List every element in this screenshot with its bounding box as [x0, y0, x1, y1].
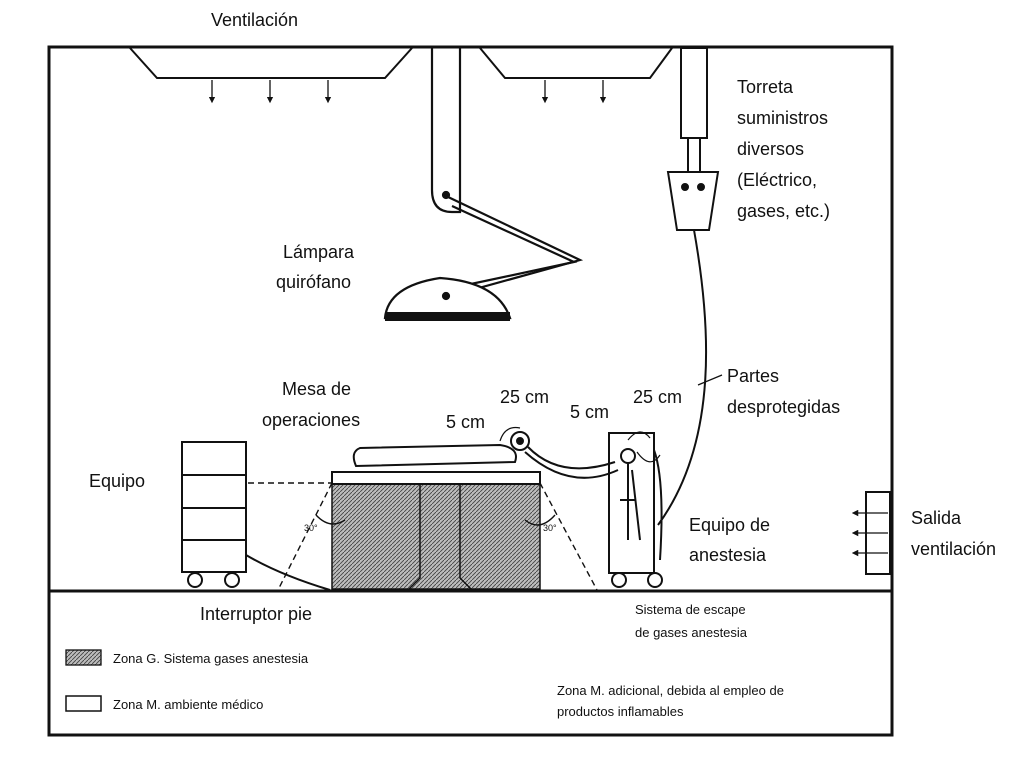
surgical-lamp: [383, 48, 584, 321]
label-vent-outlet-1: Salida: [911, 508, 962, 528]
label-25cm-right: 25 cm: [633, 387, 682, 407]
legend-zone-m-swatch: [65, 695, 102, 712]
label-anesthesia-2: anestesia: [689, 545, 767, 565]
label-lamp-1: Lámpara: [283, 242, 355, 262]
label-equipment: Equipo: [89, 471, 145, 491]
label-foot-switch: Interruptor pie: [200, 604, 312, 624]
label-exhaust-1: Sistema de escape: [635, 602, 746, 617]
label-5cm-right: 5 cm: [570, 402, 609, 422]
legend-zone-g-swatch: [65, 649, 102, 666]
label-turret-4: (Eléctrico,: [737, 170, 817, 190]
label-turret-2: suministros: [737, 108, 828, 128]
label-angle-right: 30°: [543, 523, 557, 533]
legend-zone-m-extra-2: productos inflamables: [557, 704, 684, 719]
label-lamp-2: quirófano: [276, 272, 351, 292]
label-table-2: operaciones: [262, 410, 360, 430]
label-turret-5: gases, etc.): [737, 201, 830, 221]
unprotected-leader: [697, 374, 723, 386]
anesthesia-machine: [608, 432, 663, 588]
label-unprotected-2: desprotegidas: [727, 397, 840, 417]
equipment-cart: [181, 441, 331, 591]
zone-g-region: [331, 482, 541, 591]
label-exhaust-2: de gases anestesia: [635, 625, 748, 640]
label-unprotected-1: Partes: [727, 366, 779, 386]
operating-table: [331, 443, 541, 485]
patient-hose: [499, 426, 661, 479]
ceiling-vent-right: [479, 47, 673, 104]
zone-m-boundaries: [248, 482, 598, 591]
label-25cm-left: 25 cm: [500, 387, 549, 407]
label-turret-1: Torreta: [737, 77, 794, 97]
vent-outlet: [851, 491, 891, 575]
room-outline: [47, 45, 894, 737]
ceiling-vent-left: [129, 47, 413, 104]
label-5cm-left: 5 cm: [446, 412, 485, 432]
label-anesthesia-1: Equipo de: [689, 515, 770, 535]
label-ventilation: Ventilación: [211, 10, 298, 30]
label-turret-3: diversos: [737, 139, 804, 159]
legend-zone-g-label: Zona G. Sistema gases anestesia: [113, 651, 309, 666]
label-vent-outlet-2: ventilación: [911, 539, 996, 559]
label-table-1: Mesa de: [282, 379, 351, 399]
supply-turret: [657, 47, 720, 526]
legend-zone-m-label: Zona M. ambiente médico: [113, 697, 263, 712]
label-angle-left: 30°: [304, 523, 318, 533]
legend-zone-m-extra-1: Zona M. adicional, debida al empleo de: [557, 683, 784, 698]
